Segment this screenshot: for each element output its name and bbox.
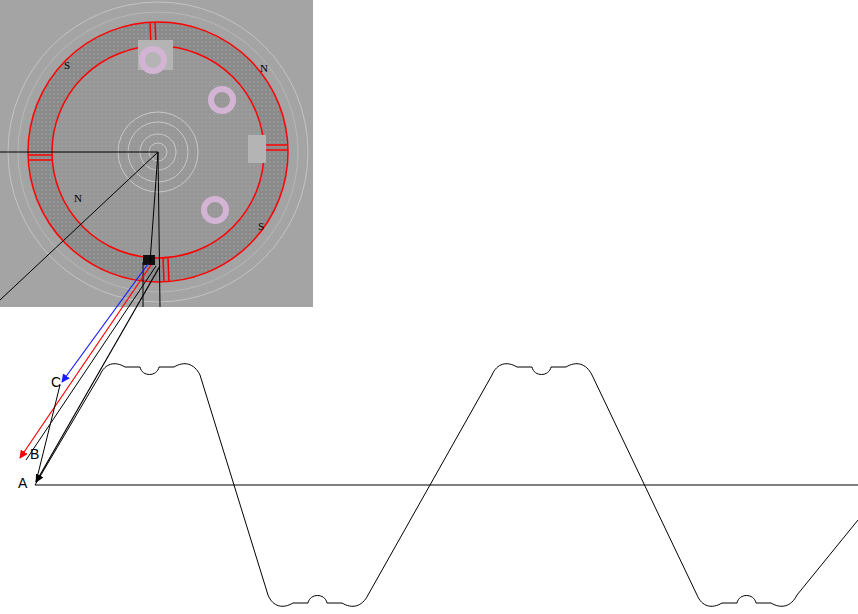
mounting-ring (142, 49, 233, 221)
leader-arrow (36, 266, 160, 482)
pole-label: S (258, 221, 264, 232)
pole-label: N (260, 63, 268, 74)
signal-waveform (35, 364, 858, 607)
leader-arrow (62, 264, 148, 382)
phase-label: C (51, 375, 61, 389)
hall-sensor (143, 255, 155, 265)
pole-label: N (74, 193, 82, 204)
leader-line (26, 266, 156, 460)
angle-lines (0, 152, 160, 307)
photo-ground (0, 0, 313, 307)
leader-line (36, 385, 60, 482)
phase-label: A (18, 476, 27, 490)
axis-line (35, 485, 858, 486)
leader-arrow (20, 265, 151, 458)
phase-label: B (30, 447, 39, 461)
pole-label: S (64, 60, 70, 71)
